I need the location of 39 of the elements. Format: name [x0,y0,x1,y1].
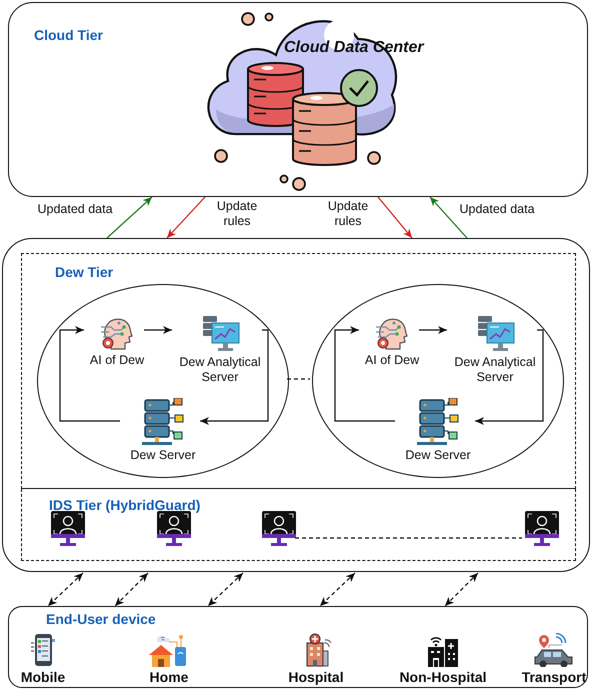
tier-heading: IDS Tier (HybridGuard) [49,497,200,513]
connector-line [287,378,310,380]
cluster-ellipse [37,284,289,478]
arrow [144,326,172,334]
arrow [200,329,269,425]
arrow [444,572,478,606]
node-label: Dew Analytical Server [453,355,537,385]
device-label: Transport [521,669,587,685]
device-label: Home [148,669,190,685]
arrow [48,572,84,606]
arrow [320,572,356,606]
node-label: AI of Dew [88,353,146,368]
device-label: Hospital [287,669,345,685]
arrow [106,196,152,238]
tier-heading: Cloud Tier [34,27,103,43]
arrow [59,326,120,422]
device-label: Non-Hospital [398,669,488,685]
arrow [419,326,447,334]
arrow [114,572,148,606]
arrow [430,196,468,238]
arrow [378,196,412,238]
arrow [475,329,544,425]
tier-region [21,489,576,561]
cluster-ellipse [312,284,564,478]
tier-panel [8,606,588,688]
node-label: Dew Server [404,448,472,463]
tier-container [2,238,590,572]
arrow [208,572,244,606]
connector-line [295,537,522,539]
node-label: Dew Server [129,448,197,463]
tier-region [21,253,576,489]
tier-heading: End-User device [46,611,156,627]
tier-heading: Dew Tier [55,264,114,280]
node-label: Dew Analytical Server [178,355,262,385]
node-label: AI of Dew [364,353,420,368]
tier-panel [8,2,588,197]
arrow [334,326,395,422]
arrow [166,196,206,238]
device-label: Mobile [20,669,66,685]
